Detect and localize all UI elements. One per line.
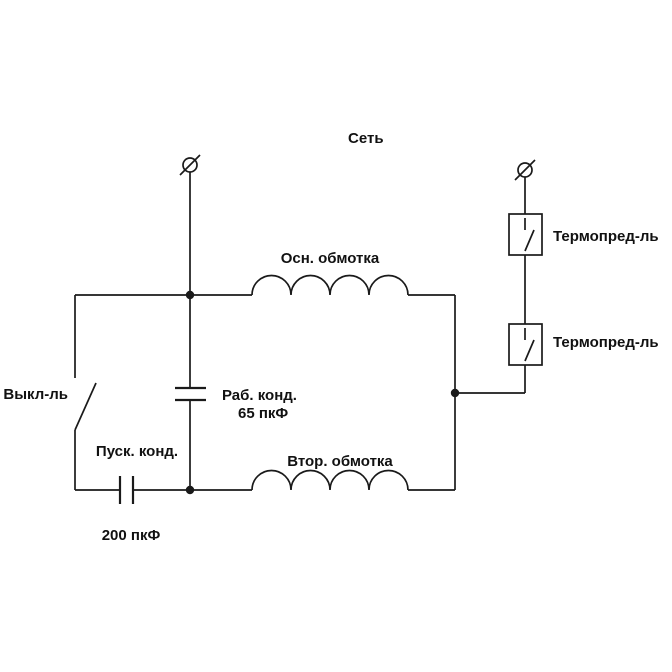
start-capacitor-value: 200 пкФ — [102, 527, 161, 544]
secondary-winding-coil-icon — [251, 469, 409, 491]
switch-label: Выкл-ль — [3, 386, 68, 403]
main-winding-label: Осн. обмотка — [281, 250, 380, 267]
thermal-fuse-bottom-label: Термопред-ль — [553, 334, 659, 351]
run-capacitor-label: Раб. конд. — [222, 387, 297, 404]
switch-icon — [74, 382, 97, 431]
secondary-winding-label: Втор. обмотка — [287, 453, 393, 470]
thermal-fuse-bottom-icon — [508, 323, 543, 366]
start-capacitor-icon — [118, 476, 135, 504]
mains-label: Сеть — [348, 130, 384, 147]
junction-dot-bottom — [185, 485, 195, 495]
thermal-fuse-top-label: Термопред-ль — [553, 228, 659, 245]
thermal-fuse-top-icon — [508, 213, 543, 256]
run-capacitor-icon — [175, 386, 206, 402]
junction-dot-top — [185, 290, 195, 300]
main-winding-coil-icon — [251, 274, 409, 296]
run-capacitor-value: 65 пкФ — [238, 405, 288, 422]
junction-dot-right — [450, 388, 460, 398]
start-capacitor-label: Пуск. конд. — [96, 443, 178, 460]
